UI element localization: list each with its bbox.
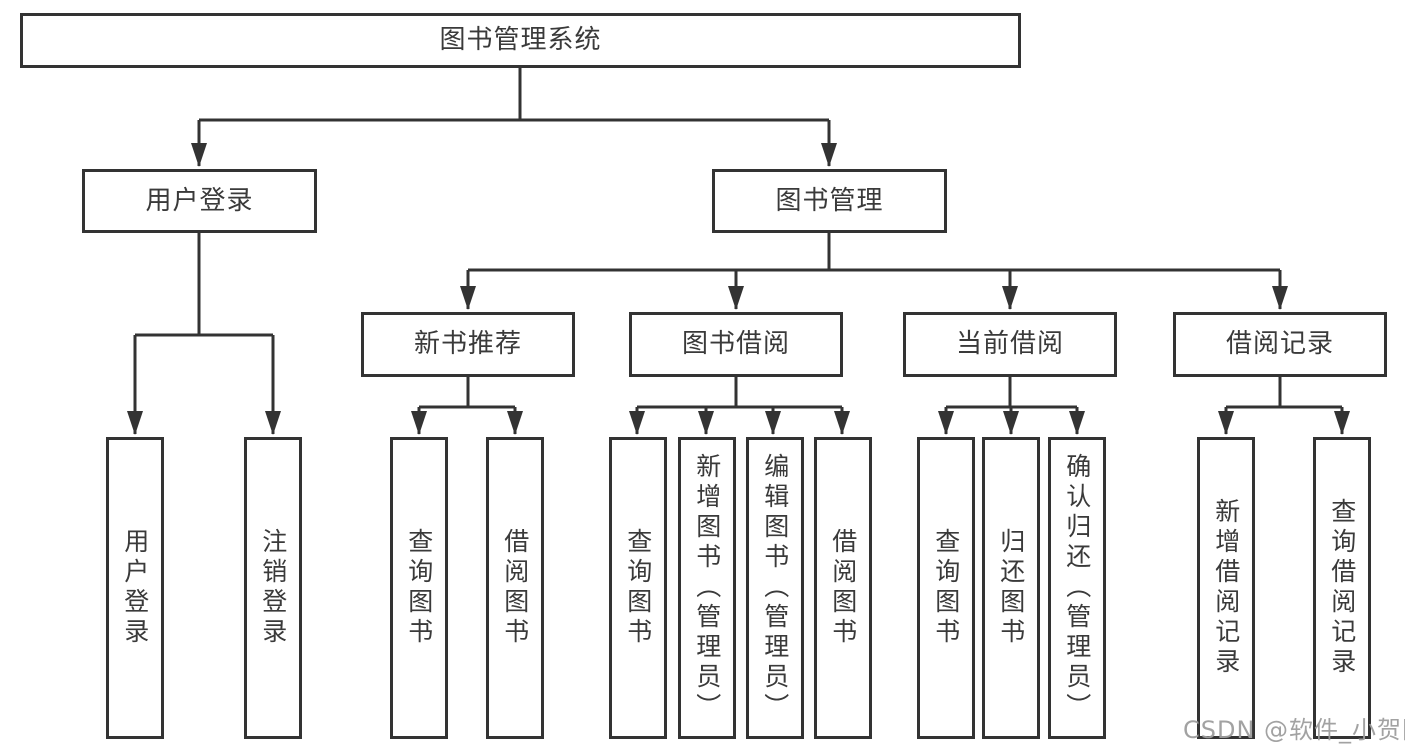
connector-user-login-to-leaves bbox=[127, 232, 281, 435]
leaf-add-borrow-record: 新增借阅记录 bbox=[1197, 437, 1255, 739]
leaf-confirm-return-admin: 确认归还（管理员） bbox=[1048, 437, 1106, 739]
connector-book-borrow-to-leaves bbox=[629, 376, 850, 435]
node-root-library-system: 图书管理系统 bbox=[20, 13, 1021, 68]
leaf-borrow-books-recommend: 借阅图书 bbox=[486, 437, 544, 739]
node-book-management: 图书管理 bbox=[712, 169, 947, 233]
leaf-add-books-admin: 新增图书（管理员） bbox=[678, 437, 736, 739]
connector-root-to-level2 bbox=[191, 66, 837, 167]
connector-new-book-rec-to-leaves bbox=[411, 376, 523, 435]
connector-book-management-to-level3 bbox=[460, 232, 1288, 310]
csdn-watermark: CSDN @软件_小贺同学 bbox=[1183, 716, 1405, 744]
connector-current-borrow-to-leaves bbox=[938, 376, 1085, 435]
leaf-edit-books-admin: 编辑图书（管理员） bbox=[746, 437, 804, 739]
leaf-query-borrow-record: 查询借阅记录 bbox=[1313, 437, 1371, 739]
leaf-user-login: 用户登录 bbox=[106, 437, 164, 739]
leaf-logout: 注销登录 bbox=[244, 437, 302, 739]
leaf-query-books-borrow: 查询图书 bbox=[609, 437, 667, 739]
node-borrowing-records: 借阅记录 bbox=[1173, 312, 1387, 377]
leaf-query-books-current: 查询图书 bbox=[917, 437, 975, 739]
leaf-query-books-recommend: 查询图书 bbox=[390, 437, 448, 739]
node-book-borrowing: 图书借阅 bbox=[629, 312, 843, 377]
connector-borrow-records-to-leaves bbox=[1218, 376, 1350, 435]
node-user-login: 用户登录 bbox=[82, 169, 317, 233]
leaf-borrow-books: 借阅图书 bbox=[814, 437, 872, 739]
node-new-book-recommendation: 新书推荐 bbox=[361, 312, 575, 377]
node-current-borrowing: 当前借阅 bbox=[903, 312, 1117, 377]
leaf-return-books: 归还图书 bbox=[982, 437, 1040, 739]
